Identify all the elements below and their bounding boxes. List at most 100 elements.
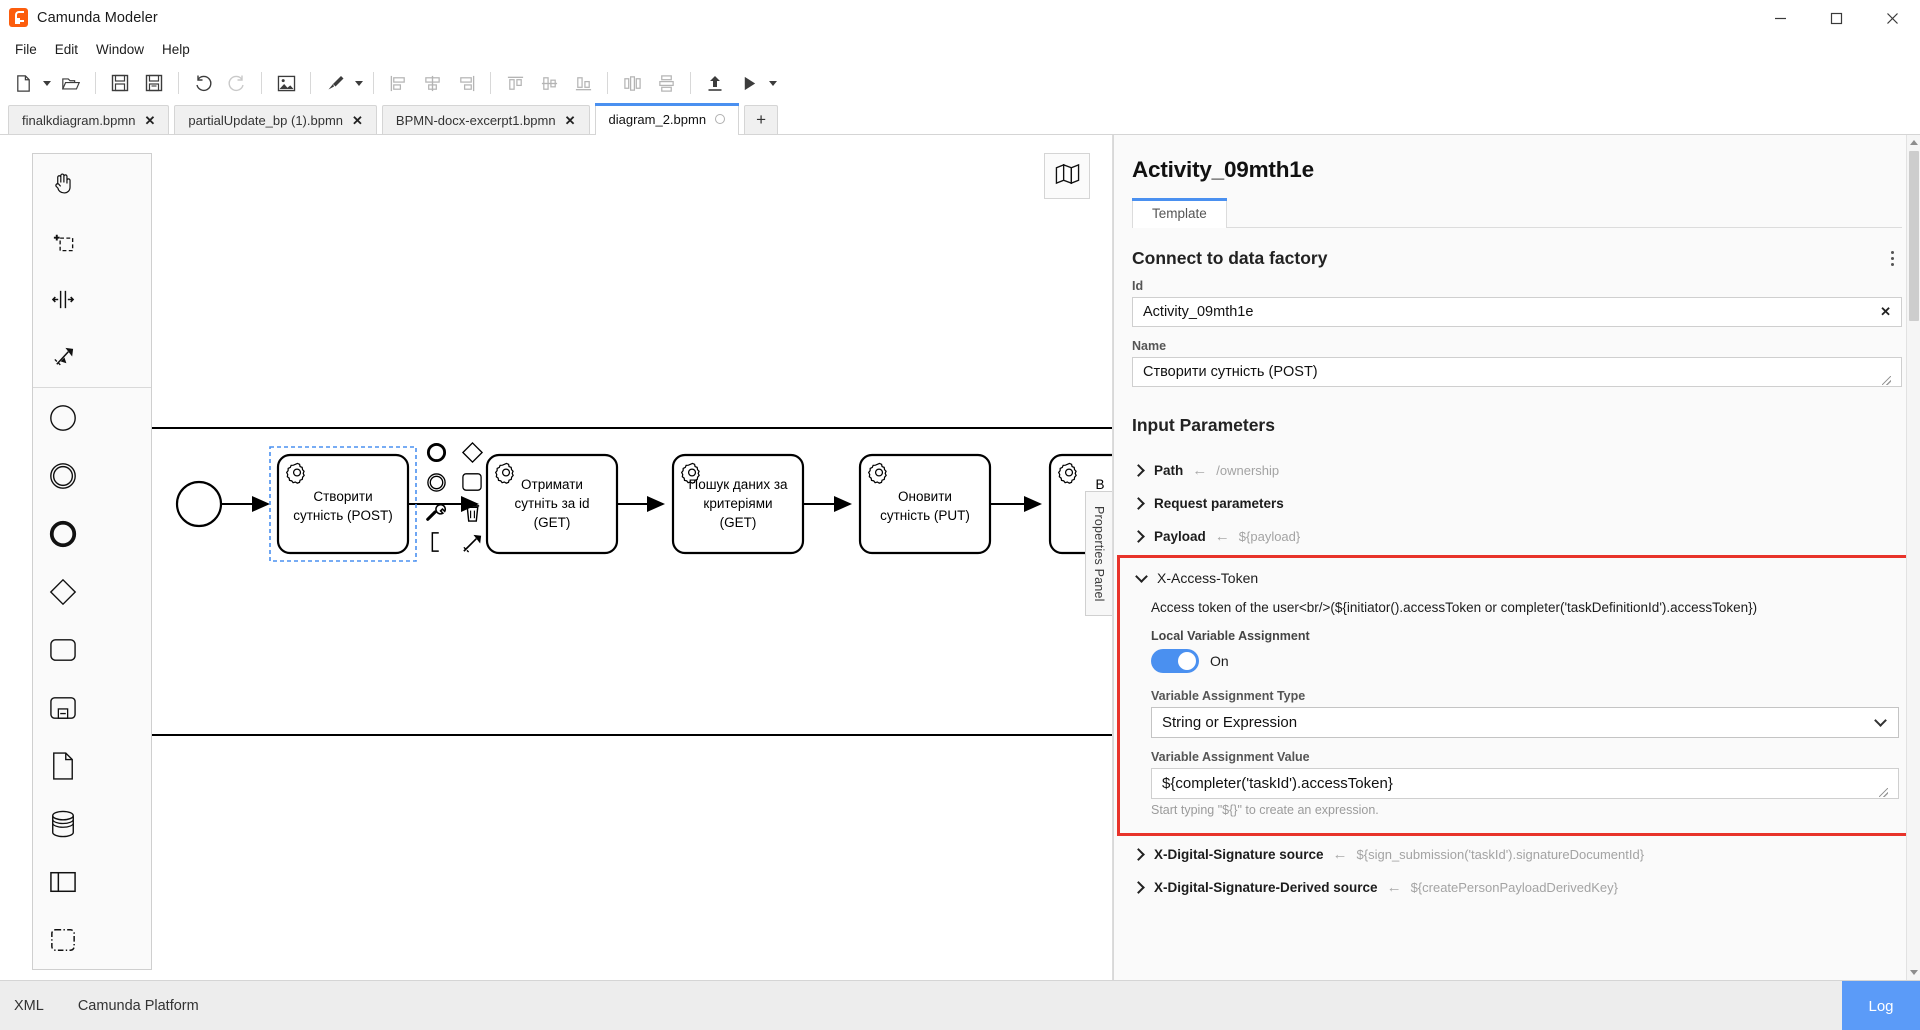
tab-template[interactable]: Template — [1132, 198, 1227, 228]
param-row-path[interactable]: Path ← /ownership — [1132, 454, 1902, 487]
minimize-icon[interactable] — [1752, 0, 1808, 36]
participant-icon[interactable] — [33, 853, 93, 911]
menu-item-window[interactable]: Window — [96, 41, 145, 57]
redo-icon[interactable] — [220, 66, 254, 100]
align-center-horizontal-icon[interactable] — [415, 66, 449, 100]
lasso-tool-icon[interactable] — [33, 212, 93, 270]
param-row-x-digital-signature-derived-source[interactable]: X-Digital-Signature-Derived source ← ${c… — [1132, 871, 1902, 904]
append-gateway-icon[interactable] — [454, 437, 490, 467]
save-as-icon[interactable] — [137, 66, 171, 100]
status-item-camunda-platform[interactable]: Camunda Platform — [77, 997, 199, 1014]
paintbrush-icon[interactable] — [318, 66, 352, 100]
resize-grip-icon[interactable] — [1882, 376, 1891, 385]
status-item-xml[interactable]: XML — [14, 997, 44, 1014]
local-variable-assignment-label: Local Variable Assignment — [1151, 629, 1310, 643]
connect-arrow-icon[interactable] — [454, 527, 490, 557]
task-icon[interactable] — [33, 621, 93, 679]
new-file-dropdown-caret-icon[interactable] — [40, 66, 54, 100]
undo-icon[interactable] — [186, 66, 220, 100]
maximize-icon[interactable] — [1808, 0, 1864, 36]
bpmn-canvas[interactable]: Створити сутність (POST) Отримати сутніт… — [0, 135, 1113, 980]
save-icon[interactable] — [103, 66, 137, 100]
properties-panel-scrollbar[interactable] — [1906, 135, 1920, 980]
param-row-x-access-token[interactable]: X-Access-Token — [1135, 568, 1899, 592]
gateway-icon[interactable] — [33, 563, 93, 621]
local-variable-assignment-toggle[interactable] — [1151, 649, 1199, 673]
align-middle-icon[interactable] — [532, 66, 566, 100]
append-intermediate-event-icon[interactable] — [418, 467, 454, 497]
toolbar — [0, 62, 1920, 104]
append-end-event-icon[interactable] — [418, 437, 454, 467]
properties-panel-toggle[interactable]: Properties Panel — [1085, 491, 1112, 616]
menu-item-help[interactable]: Help — [162, 41, 190, 57]
param-label: Path — [1154, 463, 1184, 478]
name-input-value: Створити сутність (POST) — [1143, 364, 1318, 380]
data-store-icon[interactable] — [33, 795, 93, 853]
data-object-icon[interactable] — [33, 737, 93, 795]
param-row-request-parameters[interactable]: Request parameters — [1132, 487, 1902, 520]
tab-bpmn-docx-excerpt1[interactable]: BPMN-docx-excerpt1.bpmn ✕ — [381, 105, 590, 134]
append-task-icon[interactable] — [454, 467, 490, 497]
tab-finalkdiagram[interactable]: finalkdiagram.bpmn ✕ — [8, 105, 170, 134]
param-row-payload[interactable]: Payload ← ${payload} — [1132, 520, 1902, 553]
tab-close-icon[interactable]: ✕ — [352, 112, 363, 128]
hand-tool-icon[interactable] — [33, 154, 93, 212]
deploy-icon[interactable] — [698, 66, 732, 100]
group-icon[interactable] — [33, 911, 93, 969]
run-icon[interactable] — [732, 66, 766, 100]
end-event-icon[interactable] — [33, 505, 93, 563]
scroll-down-arrow-icon[interactable] — [1907, 965, 1920, 980]
align-left-icon[interactable] — [381, 66, 415, 100]
scrollbar-thumb[interactable] — [1909, 151, 1919, 321]
delete-trash-icon[interactable] — [454, 497, 490, 527]
app-title: Camunda Modeler — [37, 9, 158, 26]
variable-assignment-type-select[interactable]: String or Expression — [1151, 707, 1899, 738]
align-top-icon[interactable] — [498, 66, 532, 100]
change-type-wrench-icon[interactable] — [418, 497, 454, 527]
new-tab-button[interactable]: + — [744, 105, 779, 134]
map-icon — [1055, 163, 1080, 190]
distribute-horizontal-icon[interactable] — [615, 66, 649, 100]
arrow-left-icon: ← — [1332, 846, 1348, 863]
connect-tool-icon[interactable] — [33, 328, 93, 386]
variable-assignment-type-value: String or Expression — [1162, 714, 1298, 731]
open-folder-icon[interactable] — [54, 66, 88, 100]
distribute-vertical-icon[interactable] — [649, 66, 683, 100]
subprocess-icon[interactable] — [33, 679, 93, 737]
tab-close-icon[interactable]: ✕ — [144, 112, 156, 128]
tab-partialupdate[interactable]: partialUpdate_bp (1).bpmn ✕ — [174, 105, 377, 134]
space-tool-icon[interactable] — [33, 270, 93, 328]
tab-close-icon[interactable]: ✕ — [564, 112, 576, 128]
bpmn-palette[interactable] — [32, 153, 152, 970]
param-row-x-digital-signature-source[interactable]: X-Digital-Signature source ← ${sign_subm… — [1132, 838, 1902, 871]
align-bottom-icon[interactable] — [566, 66, 600, 100]
start-event-icon[interactable] — [33, 389, 93, 447]
run-dropdown-caret-icon[interactable] — [766, 66, 780, 100]
append-text-annotation-icon[interactable] — [418, 527, 454, 557]
intermediate-event-icon[interactable] — [33, 447, 93, 505]
context-pad[interactable] — [418, 437, 490, 557]
name-input[interactable]: Створити сутність (POST) — [1132, 357, 1902, 387]
more-vertical-icon[interactable] — [1882, 247, 1902, 269]
align-right-icon[interactable] — [449, 66, 483, 100]
param-label: X-Access-Token — [1157, 570, 1259, 586]
menu-item-file[interactable]: File — [15, 41, 37, 57]
close-icon[interactable] — [1864, 0, 1920, 36]
minimap-toggle-button[interactable] — [1044, 153, 1090, 199]
log-button[interactable]: Log — [1842, 981, 1920, 1030]
export-image-icon[interactable] — [269, 66, 303, 100]
window-controls — [1752, 0, 1920, 36]
paintbrush-dropdown-caret-icon[interactable] — [352, 66, 366, 100]
title-bar: Camunda Modeler — [0, 0, 1920, 36]
tab-dirty-indicator-icon[interactable] — [715, 114, 726, 124]
new-file-icon[interactable] — [6, 66, 40, 100]
clear-icon[interactable]: ✕ — [1880, 304, 1891, 319]
svg-text:(GET): (GET) — [534, 515, 571, 530]
tab-diagram-2[interactable]: diagram_2.bpmn — [594, 103, 740, 135]
scroll-up-arrow-icon[interactable] — [1907, 135, 1920, 150]
id-label: Id — [1132, 279, 1144, 293]
menu-item-edit[interactable]: Edit — [54, 41, 79, 57]
id-input[interactable]: Activity_09mth1e ✕ — [1132, 297, 1902, 327]
variable-assignment-value-input[interactable]: ${completer('taskId').accessToken} — [1151, 768, 1899, 799]
resize-grip-icon[interactable] — [1879, 788, 1888, 797]
